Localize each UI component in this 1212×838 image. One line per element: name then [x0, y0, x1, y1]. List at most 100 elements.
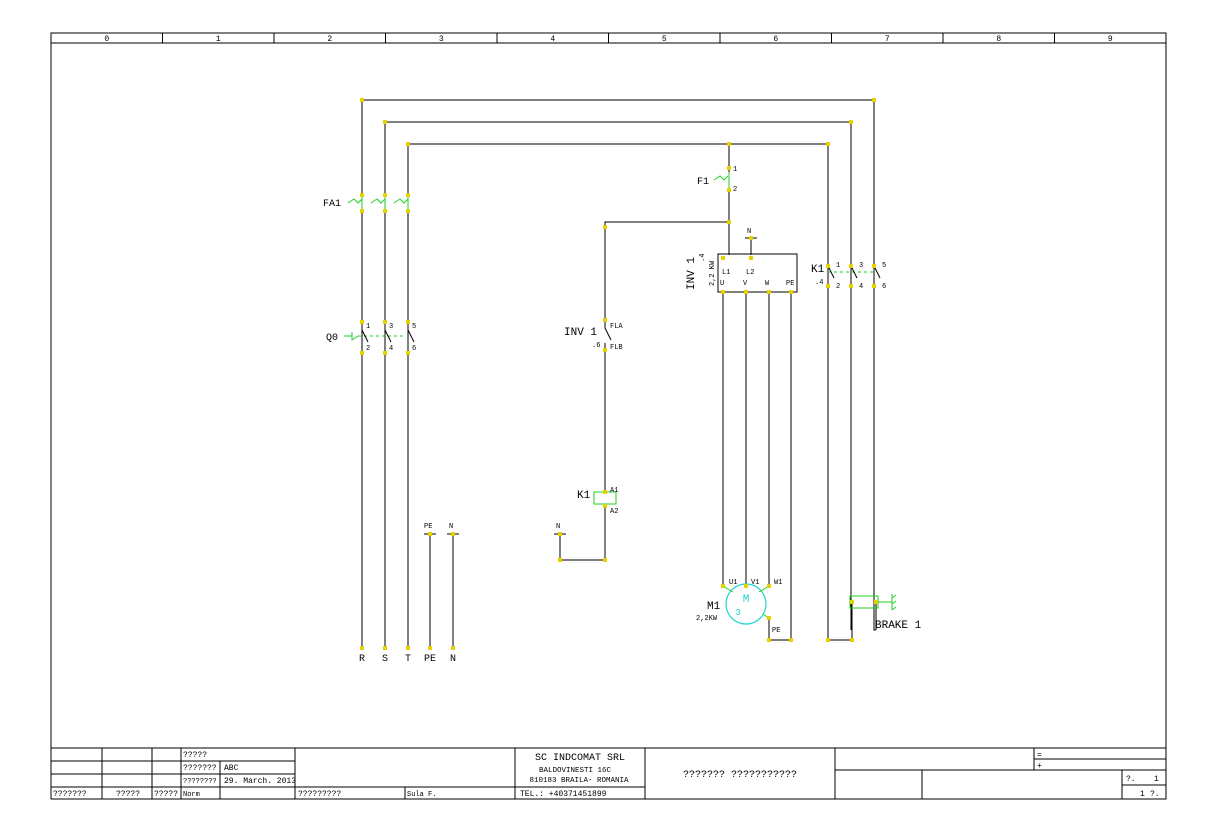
n-coil-label: N	[556, 523, 560, 531]
junction-dot	[428, 646, 432, 650]
junction-dot	[383, 320, 387, 324]
junction-dot	[558, 532, 562, 536]
junction-dot	[603, 490, 607, 494]
junction-dot	[383, 193, 387, 197]
junction-dot	[406, 351, 410, 355]
terminal-bars	[424, 237, 757, 535]
column-label: 9	[1108, 35, 1113, 44]
wiring	[361, 99, 877, 650]
junction-dot	[406, 646, 410, 650]
motor-terminal: V1	[751, 579, 759, 587]
protective-devices	[344, 172, 876, 341]
junction-dot	[872, 98, 876, 102]
q0-top-number: 5	[412, 323, 416, 331]
motor-pe: PE	[772, 627, 780, 635]
junction-dot	[603, 348, 607, 352]
inv1-relay-ref: .6	[592, 342, 600, 350]
supply-terminal-label: PE	[424, 654, 436, 665]
junction-dot	[826, 264, 830, 268]
supply-terminal-label: S	[382, 654, 388, 665]
inv1-ref: .4	[699, 254, 707, 262]
junction-dot	[360, 646, 364, 650]
fa1-label: FA1	[323, 199, 341, 210]
junction-dot	[383, 351, 387, 355]
junction-dot	[826, 638, 830, 642]
tb-sheet-q: ?.	[1126, 775, 1136, 784]
junction-dot	[558, 558, 562, 562]
n-top-label: N	[449, 523, 453, 531]
column-label: 2	[327, 35, 332, 44]
f1-num-top: 1	[733, 166, 737, 174]
motor-terminal: W1	[774, 579, 782, 587]
k1-top-number: 5	[882, 262, 886, 270]
inverter-output-terminal: PE	[786, 280, 794, 288]
inverter-input-terminal: L2	[746, 269, 754, 277]
inverter-box	[717, 253, 798, 293]
a2-label: A2	[610, 508, 618, 516]
motor-symbol-label: M	[743, 594, 750, 606]
junction-dot	[721, 584, 725, 588]
motor-name: M1	[707, 601, 721, 613]
tb-drawing-title: ??????? ???????????	[683, 770, 797, 781]
junction-dot	[383, 646, 387, 650]
k1-ref: .4	[815, 279, 823, 287]
inverter-input-terminal: L1	[722, 269, 730, 277]
supply-terminal-label: R	[359, 654, 365, 665]
tb-r4b: ?????	[116, 790, 140, 799]
q0-top-number: 3	[389, 323, 393, 331]
junction-dot	[849, 284, 853, 288]
brake-label: BRAKE 1	[875, 620, 922, 632]
junction-dot	[826, 284, 830, 288]
junction-dot	[850, 600, 854, 604]
junction-dot	[826, 142, 830, 146]
k1-bottom-number: 2	[836, 283, 840, 291]
junction-dot	[360, 98, 364, 102]
column-label: 0	[104, 35, 109, 44]
q0-label: Q0	[326, 333, 338, 344]
junction-dot	[767, 616, 771, 620]
tb-r3a: ????????	[183, 778, 217, 786]
a1-label: A1	[610, 487, 618, 495]
column-label: 3	[439, 35, 444, 44]
junction-dot	[872, 284, 876, 288]
junction-dot	[849, 264, 853, 268]
k1-coil-label: K1	[577, 490, 591, 502]
junction-dot	[767, 638, 771, 642]
junction-dot	[360, 351, 364, 355]
junction-dot	[360, 209, 364, 213]
inverter-output-terminal: V	[743, 280, 748, 288]
junction-dot	[603, 504, 607, 508]
tb-company: SC INDCOMAT SRL	[535, 753, 625, 764]
junction-dot	[767, 290, 771, 294]
inv1-box-label: INV 1	[686, 257, 698, 290]
junction-dot	[744, 290, 748, 294]
tb-r4d: Norm	[183, 791, 200, 799]
junction-dot	[406, 209, 410, 213]
tb-addr2: 810183 BRAILA- ROMANIA	[529, 777, 629, 785]
motor-terminal: U1	[729, 579, 737, 587]
junction-dot	[603, 318, 607, 322]
motor-phase-label: 3	[735, 608, 740, 618]
junction-dot	[767, 584, 771, 588]
junction-dot	[721, 290, 725, 294]
junction-dot	[789, 290, 793, 294]
junction-dot	[603, 225, 607, 229]
tb-r4a: ???????	[53, 790, 87, 799]
n-inv-label: N	[747, 228, 751, 236]
junction-dot	[789, 638, 793, 642]
k1-top-number: 3	[859, 262, 863, 270]
brake-symbol	[849, 594, 897, 611]
sheet-border	[50, 32, 1167, 800]
inverter-output-terminal: W	[765, 280, 770, 288]
junction-dot	[721, 256, 725, 260]
junction-dot	[360, 320, 364, 324]
junction-dot	[727, 188, 731, 192]
column-label: 5	[662, 35, 667, 44]
title-block-grid	[51, 747, 1166, 799]
title-block-text: ????? ??????? ABC ???????? 29. March. 20…	[53, 751, 1160, 799]
motor-power: 2,2KW	[696, 615, 718, 623]
tb-addr1: BALDOVINESTI 16C	[539, 767, 612, 775]
q0-bottom-number: 2	[366, 345, 370, 353]
tb-sheet-n: 1	[1154, 775, 1159, 784]
